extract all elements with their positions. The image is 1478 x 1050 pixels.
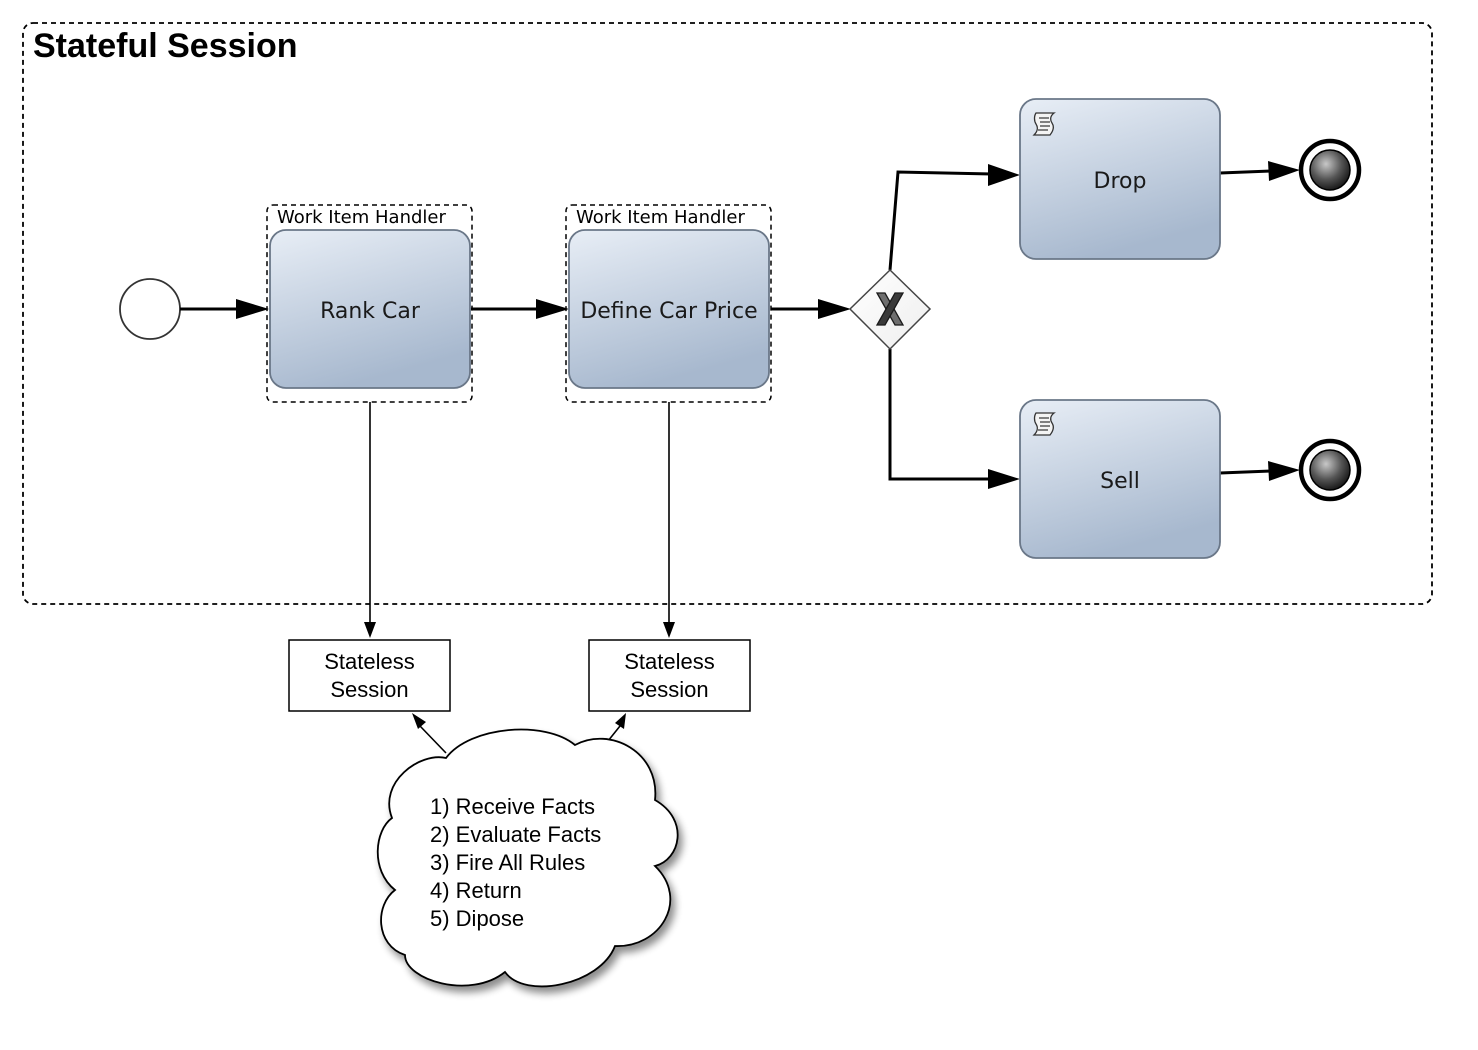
end-event-icon[interactable] [1298,438,1362,502]
cloud-step-3: 3) Fire All Rules [430,850,585,875]
task-label: Rank Car [320,299,421,324]
cloud-arrowhead [615,713,626,729]
work-item-handler-label: Work Item Handler [277,207,446,228]
flow-arrowhead [1268,161,1300,181]
task-drop[interactable]: Drop [1019,98,1221,260]
start-event-icon[interactable] [119,278,181,340]
script-icon [1032,412,1056,436]
stateless-session-line1: Stateless [324,649,415,674]
sequence-flows [180,161,1300,489]
stateless-session-box-2[interactable]: Stateless Session [588,639,751,712]
flow-arrowhead [1268,461,1300,481]
exclusive-gateway[interactable] [848,268,932,351]
script-icon [1032,112,1056,136]
work-item-handler-define-car-price: Work Item Handler [565,204,772,403]
flow-gateway-to-sell[interactable] [888,349,992,481]
task-label: Define Car Price [580,299,757,324]
task-rank-car[interactable]: Rank Car [269,229,471,389]
rules-cloud-callout: 1) Receive Facts 2) Evaluate Facts 3) Fi… [376,728,679,988]
cloud-step-2: 2) Evaluate Facts [430,822,601,847]
cloud-step-5: 5) Dipose [430,906,524,931]
flow-drop-to-end[interactable] [1219,169,1273,175]
association-lines [364,402,675,638]
flow-sell-to-end[interactable] [1219,469,1273,475]
stateless-session-line2: Session [630,677,708,702]
association-arrowhead [663,622,675,638]
cloud-arrowhead [412,713,426,729]
stateless-session-line2: Session [330,677,408,702]
end-event-icon[interactable] [1298,138,1362,202]
flow-arrowhead [236,299,269,319]
cloud-step-1: 1) Receive Facts [430,794,595,819]
stateful-session-container: Stateful Session [22,22,1433,605]
exclusive-gateway-x-icon [875,292,905,326]
stateful-session-title: Stateful Session [33,27,298,65]
task-sell[interactable]: Sell [1019,399,1221,559]
flow-arrowhead [988,164,1020,186]
task-label: Drop [1094,169,1147,194]
flow-arrowhead [988,469,1020,489]
association-arrowhead [364,622,376,638]
stateless-session-box-1[interactable]: Stateless Session [288,639,451,712]
flow-arrowhead [536,299,569,319]
task-define-car-price[interactable]: Define Car Price [568,229,770,389]
cloud-step-4: 4) Return [430,878,522,903]
flow-arrowhead [818,299,851,319]
stateless-session-line1: Stateless [624,649,715,674]
flow-gateway-to-drop[interactable] [888,170,993,271]
work-item-handler-label: Work Item Handler [576,207,745,228]
work-item-handler-rank-car: Work Item Handler [266,204,473,403]
task-label: Sell [1100,469,1140,494]
